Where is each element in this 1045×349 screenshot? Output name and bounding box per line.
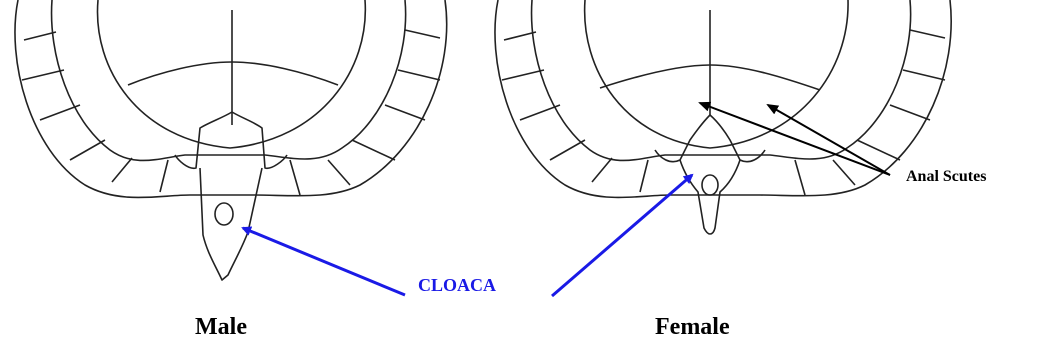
male-marginal-inner [52,0,406,160]
female-plastron-oval [585,0,848,148]
anal-scutes-arrow-2 [768,105,890,175]
male-tail [200,168,262,280]
female-cloaca-opening [702,175,718,195]
cloaca-arrow-female [552,175,692,296]
cloaca-label: CLOACA [418,275,496,296]
anal-scutes-label: Anal Scutes [906,168,986,186]
female-label: Female [655,314,730,341]
male-plastron [15,0,447,280]
female-tail [680,160,740,234]
female-marginal-outer [495,0,951,198]
cloaca-arrow-male [243,228,405,295]
male-cloaca-opening [215,203,233,225]
female-marginal-inner [532,0,911,160]
male-label: Male [195,314,247,341]
female-plastron [495,0,951,234]
male-marginal-outer [15,0,447,198]
